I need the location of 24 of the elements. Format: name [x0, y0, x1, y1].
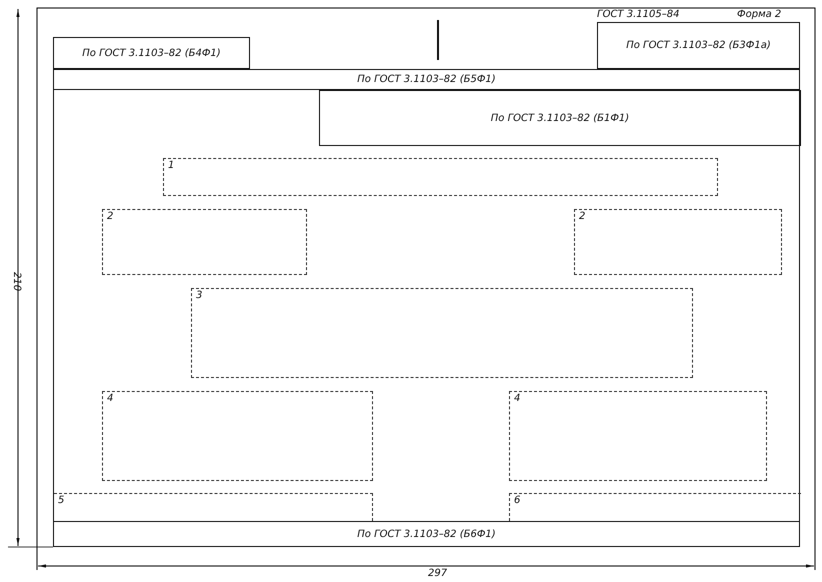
field-area-box [191, 288, 693, 378]
field-area-box [574, 209, 782, 275]
form-section-box: По ГОСТ 3.1103–82 (Б1Ф1) [319, 90, 801, 146]
dimension-text: 297 [428, 568, 448, 579]
field-area-box [102, 391, 373, 481]
form-section-box: По ГОСТ 3.1103–82 (Б4Ф1) [53, 37, 250, 69]
standard-number: ГОСТ 3.1105–84 [597, 9, 680, 20]
field-area-box [54, 493, 373, 521]
field-number: 4 [514, 393, 520, 404]
form-section-box: По ГОСТ 3.1103–82 (Б6Ф1) [53, 521, 800, 547]
field-number: 4 [107, 393, 114, 404]
field-area-box [163, 158, 718, 196]
form-section-box: По ГОСТ 3.1103–82 (Б5Ф1) [53, 69, 800, 90]
field-area-box [509, 391, 767, 481]
field-number: 2 [579, 211, 586, 222]
field-number: 6 [514, 495, 520, 506]
form-section-box: По ГОСТ 3.1103–82 (Б3Ф1а) [597, 22, 800, 69]
field-number: 2 [107, 211, 114, 222]
field-number: 5 [58, 495, 64, 506]
field-area-box [102, 209, 307, 275]
field-number: 1 [168, 160, 174, 171]
field-area-box [509, 493, 801, 521]
drawing-field-box [53, 90, 800, 521]
field-number: 3 [196, 290, 202, 301]
